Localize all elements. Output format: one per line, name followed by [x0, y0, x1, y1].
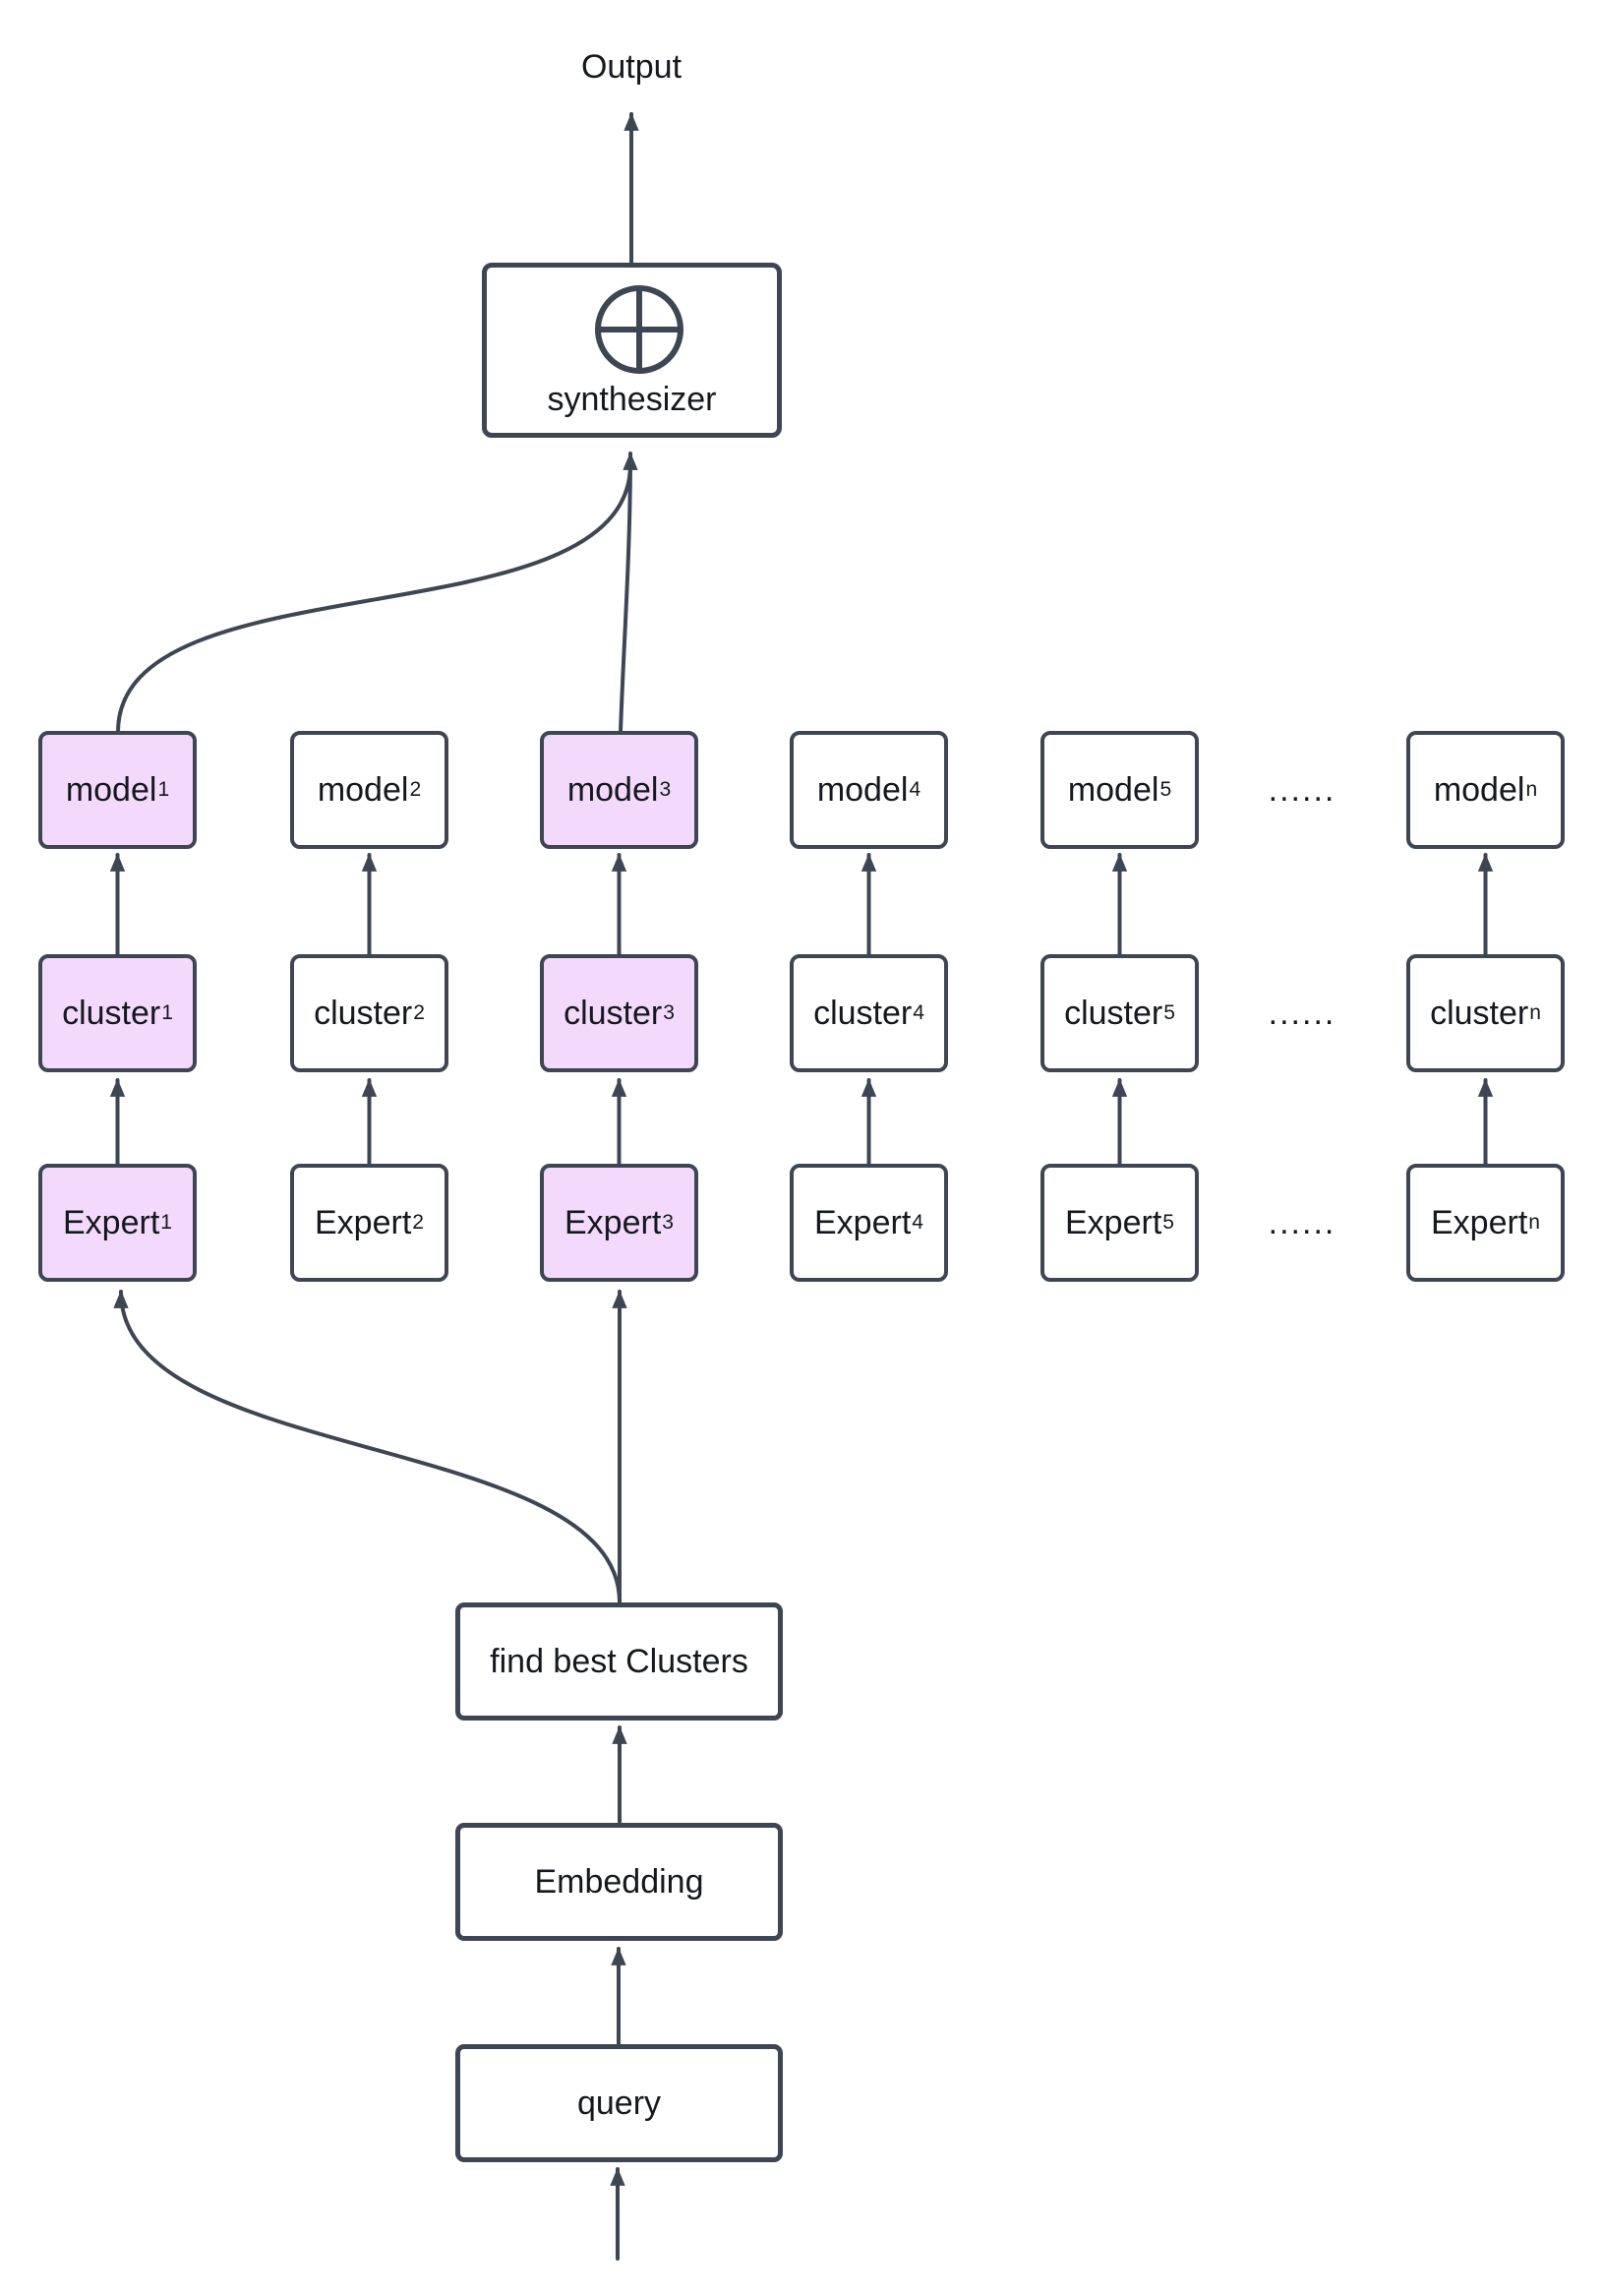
query-label: query: [576, 2084, 662, 2122]
edge-model1-to-synthesizer: [116, 462, 632, 734]
edge-model3-to-synthesizer: [619, 452, 638, 734]
find-best-clusters-box: find best Clusters: [455, 1602, 783, 1721]
cluster-label-1: cluster: [62, 995, 161, 1032]
cluster-label-2: cluster: [314, 995, 413, 1032]
output-label: Output: [580, 47, 683, 86]
embedding-label: Embedding: [534, 1862, 704, 1901]
model-label-5: model: [1067, 771, 1159, 809]
synthesizer-label: synthesizer: [547, 381, 717, 418]
expert-label-4: Expert: [814, 1204, 912, 1241]
model-label-1: model: [65, 771, 157, 809]
ellipsis-model-row: ......: [1268, 770, 1336, 809]
expert-label-3: Expert: [564, 1204, 662, 1241]
expert-label-1: Expert: [63, 1204, 160, 1241]
cluster-label-n: cluster: [1430, 995, 1529, 1032]
cluster-label-3: cluster: [564, 995, 663, 1032]
expert-label-2: Expert: [315, 1204, 412, 1241]
model-label-n: model: [1433, 771, 1525, 809]
model-label-3: model: [566, 771, 659, 809]
circle-plus-icon: [595, 285, 683, 374]
expert-label-5: Expert: [1065, 1204, 1162, 1241]
cluster-label-4: cluster: [813, 995, 913, 1032]
embedding-box: Embedding: [455, 1823, 783, 1941]
ellipsis-expert-row: ......: [1268, 1203, 1336, 1241]
edge-clusters-to-expert1: [113, 1290, 622, 1603]
expert-label-n: Expert: [1431, 1204, 1528, 1241]
cluster-label-5: cluster: [1064, 995, 1163, 1032]
find-best-clusters-label: find best Clusters: [490, 1642, 748, 1680]
ellipsis-cluster-row: ......: [1268, 994, 1336, 1032]
synthesizer-box: synthesizer: [482, 263, 782, 438]
query-box: query: [455, 2044, 783, 2162]
model-label-4: model: [816, 771, 909, 809]
model-label-2: model: [317, 771, 409, 809]
